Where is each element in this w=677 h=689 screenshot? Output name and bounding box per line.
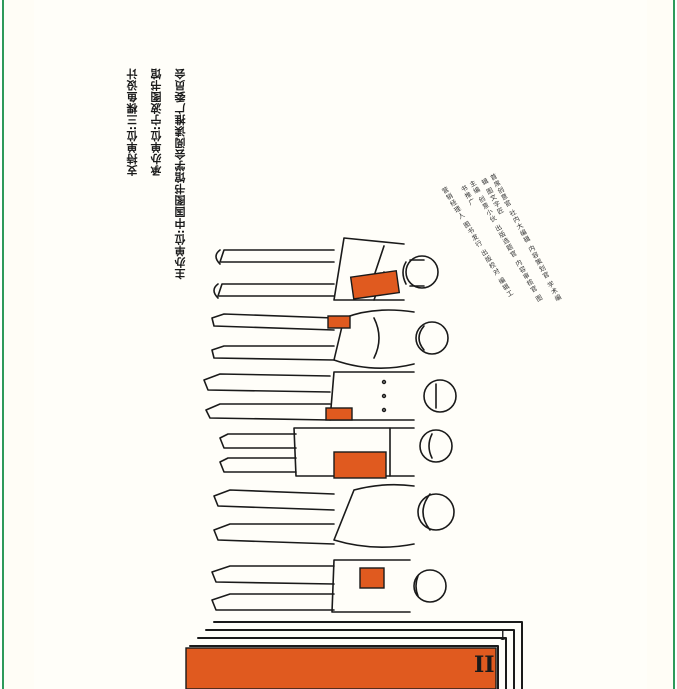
people-illustration: II I [185, 237, 523, 689]
poster-canvas: 主办单位中国图书馆学会阅读推广委员会 承办单位宁波图书馆 支持单位三棵鱼设计 首… [34, 0, 647, 689]
book-cover [185, 647, 497, 689]
book-stack [189, 621, 523, 689]
book-prop [349, 269, 401, 300]
person-figure [211, 559, 447, 613]
book-prop [359, 567, 385, 589]
book-prop [333, 451, 387, 479]
person-figure [213, 483, 455, 548]
book-mark-roman-1: I [500, 628, 506, 644]
book-mark-roman-2: II [474, 652, 495, 678]
person-figure [213, 237, 439, 301]
person-figure [211, 309, 449, 369]
person-figure [203, 371, 457, 421]
book-prop [327, 315, 351, 329]
book-prop [325, 407, 353, 421]
